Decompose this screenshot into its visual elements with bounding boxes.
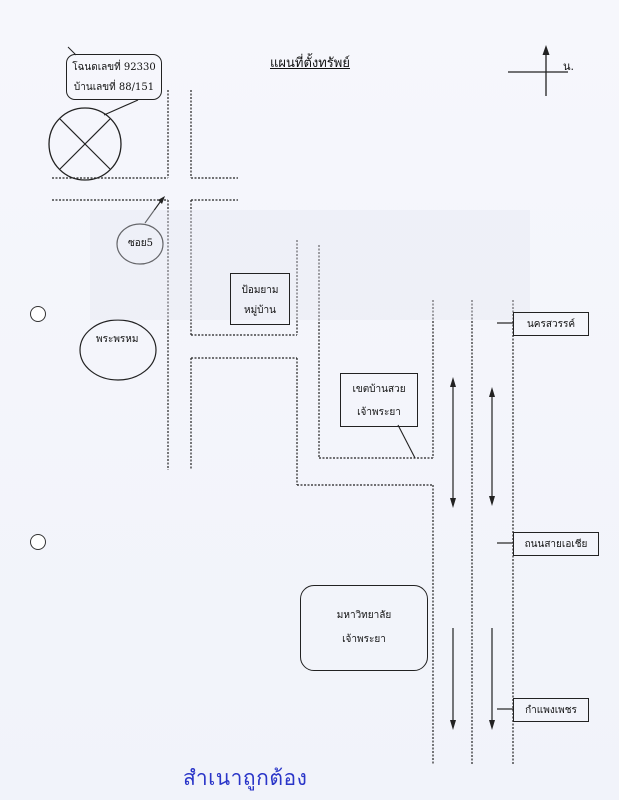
arrow-left-upper-head	[450, 377, 456, 387]
house-number: บ้านเลขที่ 88/151	[73, 82, 155, 93]
phra-phrom-label: พระพรหม	[96, 334, 139, 345]
nakhon-sawan-road-label: นครสวรรค์	[526, 319, 576, 330]
soi5-pointer	[144, 197, 164, 224]
property-marker-cross-b	[59, 118, 111, 170]
university-line1: มหาวิทยาลัย	[336, 610, 392, 621]
property-pointer-line	[103, 99, 139, 116]
guard-post-box: ป้อมยาม หมู่บ้าน	[230, 273, 290, 325]
university-line2: เจ้าพระยา	[342, 634, 386, 645]
guard-post-line2: หมู่บ้าน	[244, 305, 276, 316]
land-info-box: โฉนดเลขที่ 92330 บ้านเลขที่ 88/151	[66, 54, 162, 100]
soi5-bubble	[116, 223, 164, 265]
soi5-label: ซอย5	[128, 238, 154, 249]
university-box: มหาวิทยาลัย เจ้าพระยา	[300, 585, 428, 671]
asia-road-label: ถนนสายเอเชีย	[524, 539, 588, 550]
village-box: เขตบ้านสวย เจ้าพระยา	[340, 373, 418, 427]
scan-shadow	[90, 210, 530, 320]
certified-copy-stamp: สำเนาถูกต้อง	[183, 766, 308, 790]
village-line1: เขตบ้านสวย	[352, 384, 406, 395]
village-line2: เจ้าพระยา	[357, 407, 401, 418]
binder-hole-upper	[30, 306, 46, 322]
deed-number: โฉนดเลขที่ 92330	[72, 62, 156, 73]
binder-hole-lower	[30, 534, 46, 550]
arrow-left-upper-tail	[450, 498, 456, 508]
guard-post-line1: ป้อมยาม	[241, 285, 279, 296]
nakhon-sawan-road-box: นครสวรรค์	[513, 312, 589, 336]
arrow-right-lower-head	[489, 720, 495, 730]
kamphaeng-phet-road-box: กำแพงเพชร	[513, 698, 589, 722]
soi5-pointer-head	[158, 196, 165, 204]
kamphaeng-phet-road-label: กำแพงเพชร	[525, 705, 577, 716]
phra-phrom-shrine-ellipse	[79, 319, 157, 381]
corner-tick	[67, 46, 77, 56]
arrow-right-upper-tail	[489, 496, 495, 506]
asia-road-box: ถนนสายเอเชีย	[513, 532, 599, 556]
north-arrow-head	[542, 45, 550, 55]
arrow-left-lower-head	[450, 720, 456, 730]
north-label: น.	[563, 60, 575, 73]
arrow-right-upper-head	[489, 387, 495, 397]
property-marker-circle	[48, 107, 122, 181]
village-pointer	[397, 424, 416, 459]
map-title: แผนที่ตั้งทรัพย์	[270, 56, 350, 71]
